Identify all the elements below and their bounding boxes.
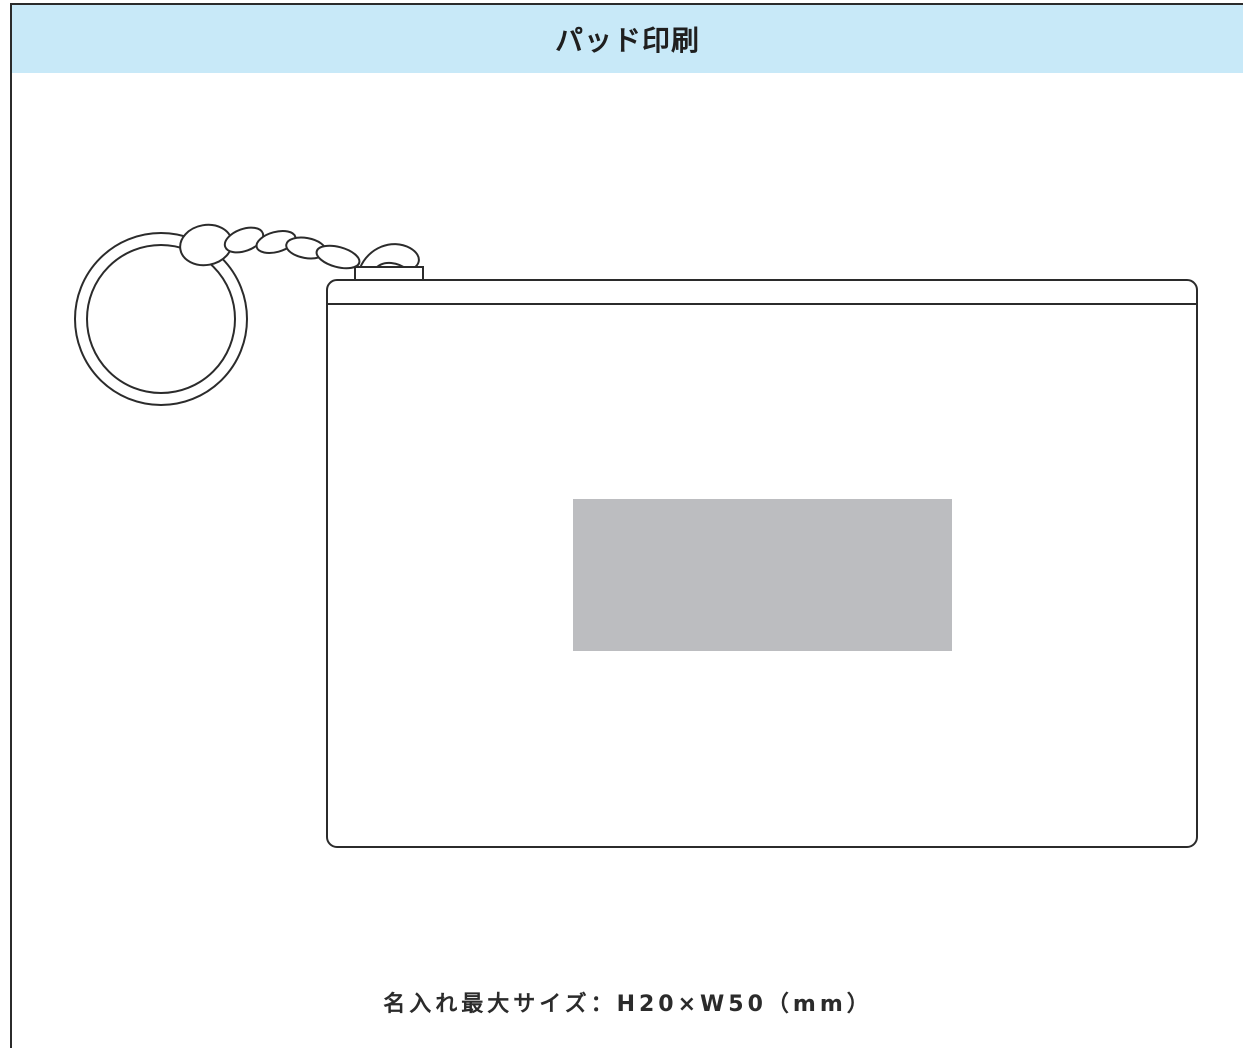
twisted-cord-icon [179, 223, 420, 272]
print-area [573, 499, 952, 651]
cord-clip [354, 266, 424, 281]
key-ring-icon [74, 232, 248, 406]
print-size-caption: 名入れ最大サイズ：H20×W50（mm） [383, 992, 873, 1017]
page-frame [10, 3, 1243, 1048]
page-title: パッド印刷 [554, 24, 700, 57]
header-band: パッド印刷 [12, 5, 1243, 73]
